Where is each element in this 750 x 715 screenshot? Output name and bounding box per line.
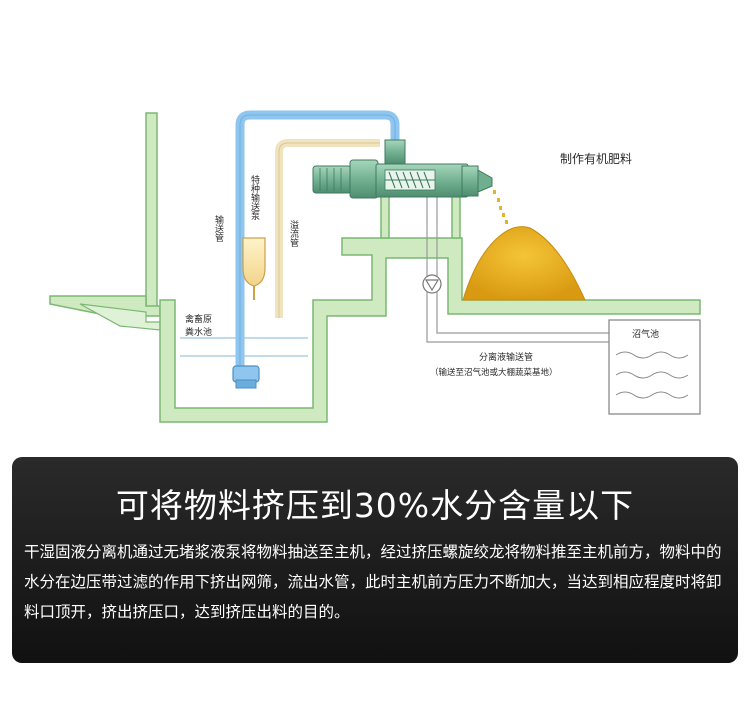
separation-pipe (426, 196, 612, 343)
check-valve-icon (422, 274, 442, 294)
biogas-pool (608, 319, 701, 415)
biogas-pool-label: 沼气池 (632, 328, 659, 340)
special-pump (242, 237, 266, 300)
concrete-structure (159, 237, 701, 423)
info-panel: 可将物料挤压到30%水分含量以下 干湿固液分离机通过无堵浆液泵将物料抽送至主机，… (12, 457, 738, 663)
machine-stand (380, 195, 461, 239)
manure-pool-label-line2: 粪水池 (185, 326, 212, 338)
special-pump-label: 特种输送泵 (249, 174, 260, 220)
manure-pool-label-line1: 禽畜原 (185, 313, 212, 325)
fertilizer-pile (462, 226, 586, 301)
left-post (145, 112, 158, 316)
screw-press-icon (312, 139, 493, 199)
info-body: 干湿固液分离机通过无堵浆液泵将物料抽送至主机，经过挤压螺旋绞龙将物料推至主机前方… (24, 543, 722, 621)
product-label: 制作有机肥料 (560, 152, 632, 166)
info-title: 可将物料挤压到30%水分含量以下 (115, 486, 635, 525)
delivery-pipe-label: 输送管 (213, 214, 224, 242)
separation-pipe-label: 分离液输送管 (479, 351, 533, 363)
process-diagram: 制作有机肥料 特种输送泵 输送管 溢流管 禽畜原 粪水池 分离液输送管 （输送至… (49, 110, 701, 423)
pump-icon (232, 365, 260, 389)
overflow-pipe-label: 溢流管 (288, 219, 299, 247)
separation-pipe-note: （输送至沼气池或大棚蔬菜基地） (430, 367, 558, 378)
falling-solids (493, 190, 508, 224)
